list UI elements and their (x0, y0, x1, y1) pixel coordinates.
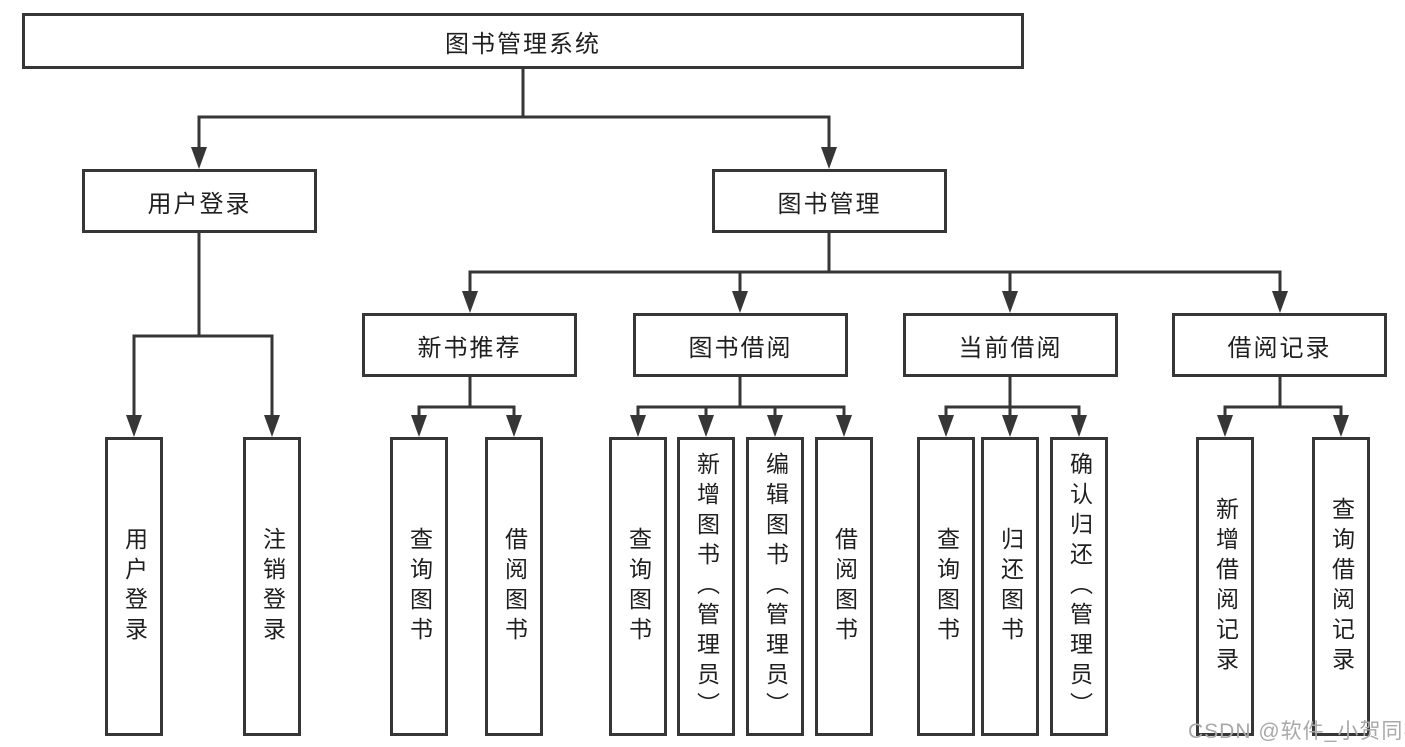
leaf-logout: 注销登录 (243, 437, 301, 736)
leaf-return-books: 归还图书 (981, 437, 1039, 736)
leaf-query-books-recommend: 查询图书 (390, 437, 448, 736)
leaf-user-login: 用户登录 (105, 437, 163, 736)
leaf-add-books-admin: 新增图书（管理员） (677, 437, 735, 736)
node-book-management: 图书管理 (712, 169, 947, 233)
leaf-confirm-return-admin: 确认归还（管理员） (1050, 437, 1108, 736)
node-library-management-system: 图书管理系统 (22, 13, 1024, 69)
node-new-book-recommendation: 新书推荐 (362, 313, 577, 377)
leaf-edit-books-admin: 编辑图书（管理员） (746, 437, 804, 736)
node-current-borrowing: 当前借阅 (903, 313, 1118, 377)
leaf-query-borrow-record: 查询借阅记录 (1312, 437, 1370, 736)
leaf-borrow-books-recommend: 借阅图书 (485, 437, 543, 736)
leaf-borrow-books: 借阅图书 (815, 437, 873, 736)
leaf-query-books-borrowing: 查询图书 (609, 437, 667, 736)
leaf-query-books-current: 查询图书 (917, 437, 975, 736)
node-borrowing-records: 借阅记录 (1172, 313, 1387, 377)
node-user-login: 用户登录 (82, 169, 317, 233)
leaf-add-borrow-record: 新增借阅记录 (1196, 437, 1254, 736)
node-book-borrowing: 图书借阅 (633, 313, 848, 377)
watermark-text: CSDN @软件_小贺同学 (1188, 720, 1405, 743)
